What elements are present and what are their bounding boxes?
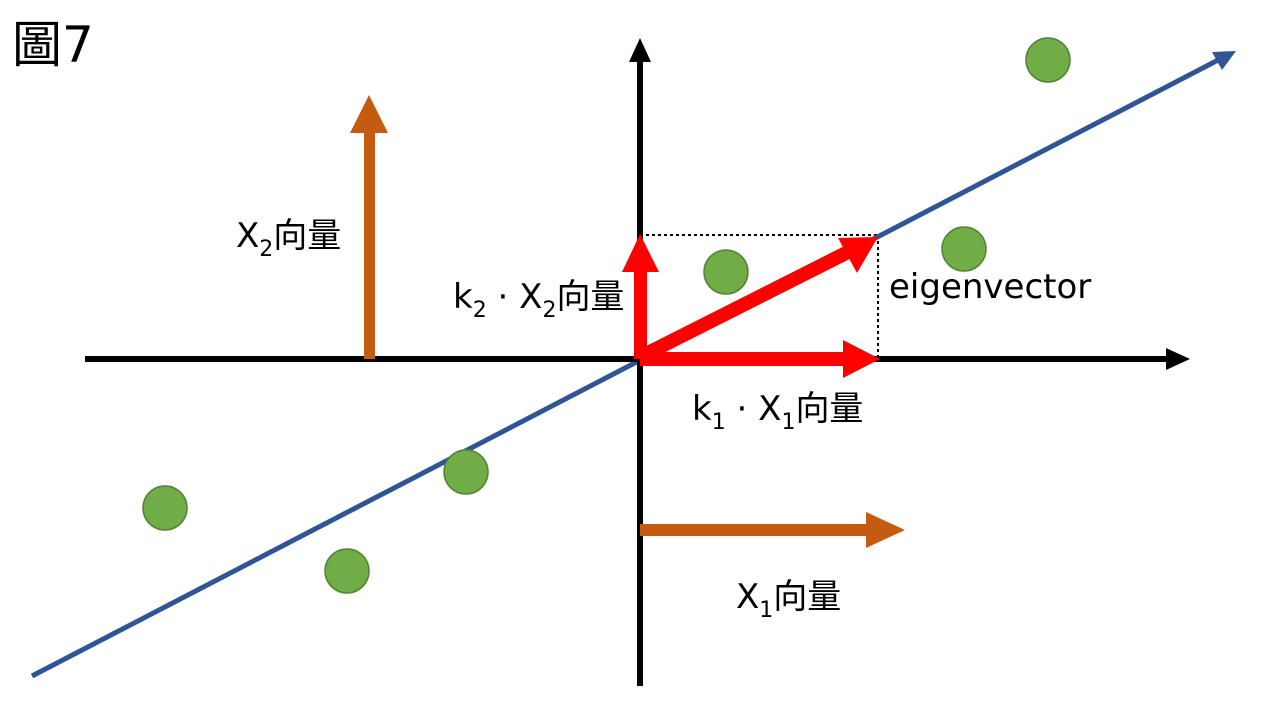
eigenvector-label: eigenvector: [889, 267, 1091, 307]
eigen-line: [30, 51, 1236, 679]
eigenvector-arrow: [638, 237, 878, 363]
data-point: [443, 449, 489, 495]
x1-vector-label: X1向量: [736, 577, 841, 623]
figure-label: 圖7: [12, 16, 94, 74]
k1-component-arrow: [640, 340, 880, 378]
data-point: [941, 226, 987, 272]
x2-vector-label: X2向量: [236, 216, 341, 262]
x-axis: [85, 348, 1190, 370]
data-point: [703, 249, 749, 295]
x-axis-arrowhead: [1166, 348, 1190, 370]
x2-basis-arrow: [350, 95, 388, 359]
data-points: [142, 37, 1071, 594]
x1-basis-arrow: [640, 512, 905, 548]
data-point: [1025, 37, 1071, 83]
k1-component-label: k1 · X1向量: [692, 389, 863, 435]
k2-component-arrow: [622, 234, 659, 359]
eigen-line-arrowhead: [1212, 51, 1236, 70]
data-point: [324, 548, 370, 594]
y-axis-arrowhead: [629, 38, 651, 62]
y-axis: [629, 38, 651, 686]
k2-component-label: k2 · X2向量: [453, 277, 624, 323]
projection-box: [640, 234, 879, 358]
data-point: [142, 485, 188, 531]
